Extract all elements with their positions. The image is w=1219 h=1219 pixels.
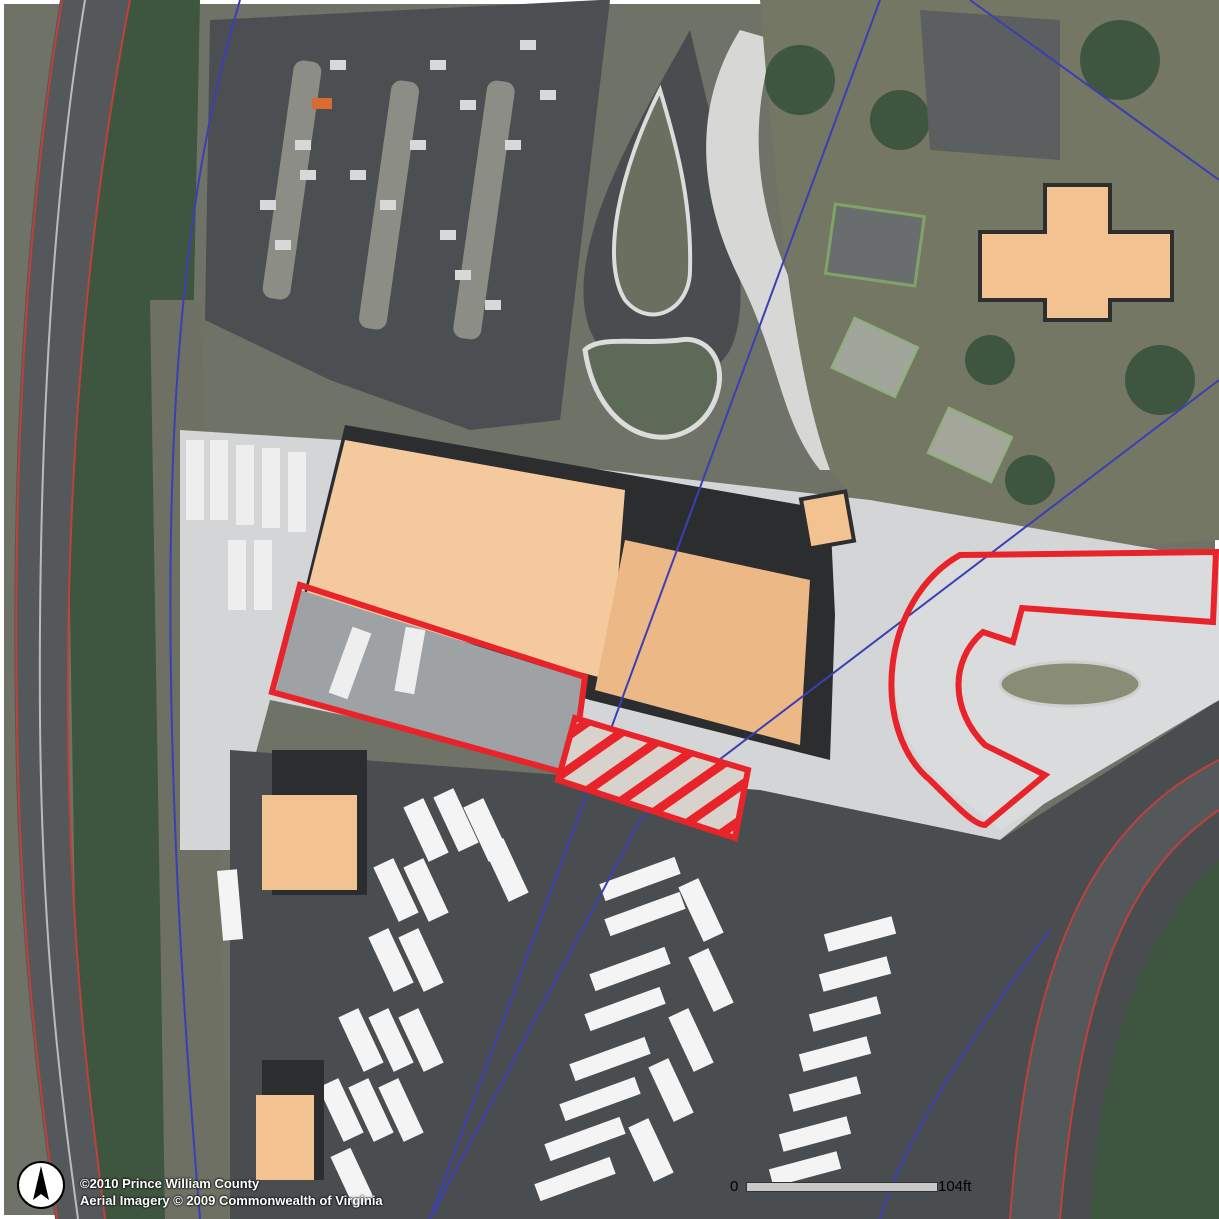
- credit-line-1: ©2010 Prince William County: [80, 1176, 260, 1191]
- hatched-area: [554, 714, 752, 842]
- parked-buses-west: [186, 440, 306, 610]
- loading-bus-1: [328, 626, 372, 700]
- cross-building: [978, 183, 1174, 322]
- orange-car: [312, 98, 332, 109]
- right-trees: [765, 20, 1195, 505]
- canopy-roof: [262, 795, 357, 890]
- upper-parked-cars: [260, 40, 556, 310]
- left-highway: [14, 0, 130, 1219]
- right-highway: [1010, 760, 1219, 1219]
- bus-loop-outline: [888, 548, 1219, 829]
- loading-bus-2: [394, 626, 426, 695]
- right-highway-edge-red-2: [1059, 809, 1219, 1219]
- right-woods: [1090, 860, 1219, 1219]
- lower-building-roof: [256, 1095, 314, 1180]
- scale-bar-graphic: [746, 1182, 938, 1192]
- scale-bar: 0 104ft: [730, 1176, 990, 1200]
- credit-line-2: Aerial Imagery © 2009 Commonwealth of Vi…: [80, 1193, 383, 1208]
- left-highway-edge-red-2: [66, 0, 131, 1219]
- upper-right-lot: [920, 10, 1060, 160]
- north-arrow-icon: [17, 1161, 65, 1209]
- loop-island-lower: [582, 336, 722, 440]
- main-building-roof-east: [595, 540, 810, 745]
- field-1: [830, 316, 920, 399]
- small-building-ne: [798, 489, 857, 551]
- right-highway-edge-red: [1009, 759, 1219, 1219]
- parcel-lines: [169, 0, 1219, 1219]
- bus-loop-island: [998, 660, 1142, 708]
- imagery-credit: ©2010 Prince William County Aerial Image…: [80, 1175, 383, 1209]
- scale-end-label: 104ft: [938, 1178, 972, 1195]
- access-road: [706, 30, 860, 470]
- loop-island-upper: [611, 84, 693, 317]
- lower-parked-buses: [216, 788, 897, 1207]
- left-highway-edge-white: [38, 0, 86, 1219]
- scale-zero-label: 0: [730, 1178, 739, 1195]
- field-2: [926, 406, 1014, 484]
- basketball-court: [823, 202, 927, 288]
- left-highway-edge-red: [15, 0, 63, 1219]
